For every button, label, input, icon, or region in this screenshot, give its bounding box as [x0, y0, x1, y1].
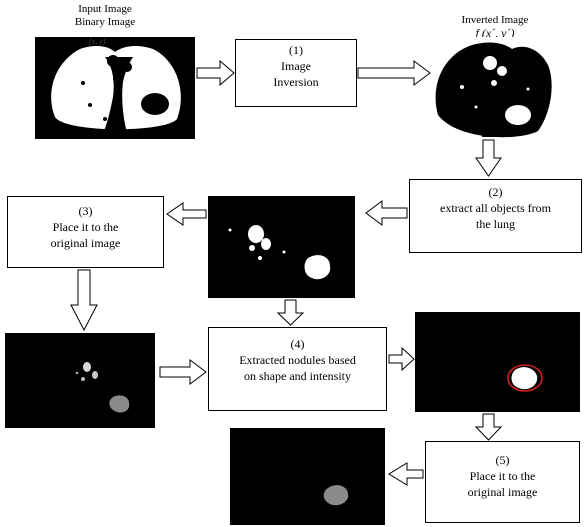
step-2-line2: the lung: [476, 217, 515, 231]
step-1-line1: Image: [281, 59, 311, 73]
step-3-number: (3): [78, 204, 93, 218]
step-5-box: (5) Place it to the original image: [425, 441, 580, 523]
arrow-gray-to-step4: [159, 359, 207, 385]
arrow-extracted-to-step4: [276, 299, 305, 326]
arrow-step2-to-extracted: [365, 200, 408, 226]
step-3-box: (3) Place it to the original image: [7, 196, 164, 268]
input-coordinate-label: (x, y): [89, 37, 106, 46]
step-5-number: (5): [495, 453, 510, 467]
step-5-line1: Place it to the: [469, 469, 536, 483]
input-binary-image: (x, y): [35, 37, 195, 139]
arrow-step3-to-gray: [70, 269, 98, 332]
step-4-line2: on shape and intensity: [244, 369, 351, 383]
step-3-line1: Place it to the: [52, 220, 119, 234]
step-2-line1: extract all objects from: [440, 201, 551, 215]
gray-objects-image: [5, 333, 155, 428]
step-4-line1: Extracted nodules based: [239, 353, 356, 367]
input-image-title-line2: Binary Image: [74, 16, 136, 28]
arrow-step4-to-highlight: [388, 346, 415, 372]
arrow-highlight-to-step5: [474, 413, 503, 441]
highlighted-nodule-image: [415, 312, 580, 412]
input-image-title: Input Image Binary Image: [40, 3, 170, 29]
arrow-extracted-to-step3: [166, 202, 207, 226]
extracted-objects-image: [208, 196, 355, 298]
step-1-line2: Inversion: [273, 75, 319, 89]
step-2-number: (2): [488, 185, 503, 199]
step-3-line2: original image: [50, 236, 121, 250]
step-1-box: (1) Image Inversion: [235, 39, 357, 107]
step-1-number: (1): [289, 43, 303, 57]
inverted-image-formula: f (x´, y´): [475, 26, 515, 40]
nodule-highlight-ring: [507, 364, 543, 392]
arrow-step1-to-inverted: [357, 60, 431, 86]
final-nodule-image: [230, 428, 385, 525]
step-4-box: (4) Extracted nodules based on shape and…: [208, 327, 387, 411]
input-image-title-line1: Input Image: [78, 3, 132, 15]
step-2-box: (2) extract all objects from the lung: [409, 179, 582, 253]
inverted-image: [432, 37, 552, 142]
step-4-number: (4): [290, 337, 305, 351]
inverted-image-title: Inverted Image f (x´, y´): [435, 14, 555, 41]
step-5-line2: original image: [467, 485, 538, 499]
arrow-inverted-to-step2: [475, 139, 502, 177]
arrow-input-to-step1: [196, 59, 235, 87]
arrow-step5-to-final: [388, 462, 424, 486]
inverted-image-title-text: Inverted Image: [461, 14, 529, 26]
